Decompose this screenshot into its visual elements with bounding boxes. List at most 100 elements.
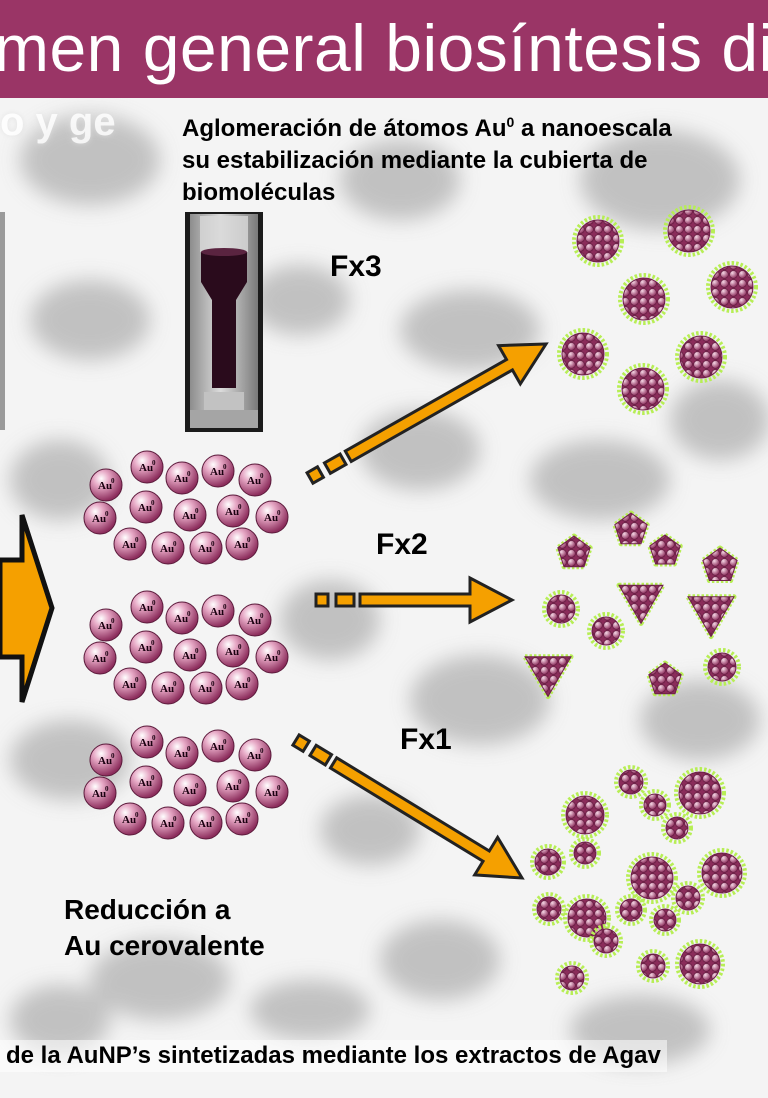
au-atom: Au0 [89,468,123,502]
svg-text:0: 0 [247,536,251,544]
svg-text:0: 0 [238,643,242,651]
svg-text:0: 0 [135,536,139,544]
svg-text:0: 0 [247,676,251,684]
svg-text:Au: Au [210,741,224,753]
svg-text:0: 0 [223,738,227,746]
fx3-label: Fx3 [330,250,382,283]
reduction-line-1: Reducción a [64,894,231,925]
au-atom: Au0 [255,500,289,534]
svg-text:Au: Au [92,788,106,800]
nanoparticle-sphere [706,261,758,313]
au-atom: Au0 [201,594,235,628]
nanoparticle-sphere [614,765,648,799]
nanoparticle-sphere [626,852,678,904]
svg-text:0: 0 [277,509,281,517]
au-atom: Au0 [189,671,223,705]
page-title: men general biosíntesis dife [0,11,768,85]
svg-text:Au: Au [122,679,136,691]
reduction-label: Reducción a Au cerovalente [64,892,265,964]
svg-text:Au: Au [92,653,106,665]
nanoparticle-sphere [675,939,725,989]
nanoparticle-sphere [589,924,623,958]
nanoparticle-sphere [674,767,726,819]
svg-text:0: 0 [195,647,199,655]
au-atom: Au0 [83,776,117,810]
svg-text:0: 0 [211,680,215,688]
au-atom: Au0 [173,773,207,807]
fraction-arrows [290,342,549,880]
cuvette-image [185,212,263,432]
au-atom: Au0 [255,775,289,809]
nanoparticle-sphere [587,612,625,650]
au-atom: Au0 [189,531,223,565]
nanoparticle-sphere [530,844,566,880]
au-atom: Au0 [165,736,199,770]
svg-text:Au: Au [210,606,224,618]
footer-caption: de la AuNP’s sintetizadas mediante los e… [0,1040,667,1072]
large-left-arrow [0,514,55,703]
svg-text:0: 0 [195,782,199,790]
svg-text:Au: Au [234,814,248,826]
svg-text:0: 0 [173,540,177,548]
svg-text:Au: Au [160,543,174,555]
svg-text:0: 0 [151,639,155,647]
au-atom: Au0 [216,769,250,803]
svg-text:Au: Au [174,748,188,760]
nanoparticle-triangle [616,582,666,626]
svg-text:Au: Au [98,620,112,632]
au-atom: Au0 [201,729,235,763]
svg-text:0: 0 [151,774,155,782]
nanoparticle-sphere [532,892,566,926]
svg-text:Au: Au [182,650,196,662]
nanoparticle-sphere [649,904,681,936]
nanoparticle-sphere [563,894,611,942]
au-atom: Au0 [216,494,250,528]
left-cuvette-edge [0,212,5,430]
au-atom: Au0 [89,743,123,777]
svg-text:Au: Au [174,473,188,485]
au-atom: Au0 [130,590,164,624]
nanoparticle-sphere [703,648,741,686]
svg-text:Au: Au [247,750,261,762]
au-atom: Au0 [83,641,117,675]
au-atom: Au0 [238,603,272,637]
svg-text:0: 0 [277,784,281,792]
svg-text:0: 0 [247,811,251,819]
au-atom: Au0 [113,667,147,701]
svg-text:Au: Au [139,602,153,614]
nanoparticle-sphere [561,791,609,839]
svg-text:Au: Au [234,679,248,691]
svg-text:Au: Au [247,615,261,627]
svg-text:0: 0 [238,503,242,511]
title-bar: men general biosíntesis dife [0,0,768,98]
au-atom: Au0 [151,806,185,840]
au-atom: Au0 [173,638,207,672]
svg-text:Au: Au [160,818,174,830]
svg-text:Au: Au [139,737,153,749]
au-atom: Au0 [173,498,207,532]
au-atom: Au0 [216,634,250,668]
au-atom: Au0 [89,608,123,642]
svg-text:Au: Au [182,510,196,522]
svg-text:0: 0 [111,752,115,760]
nanoparticle-sphere [671,881,705,915]
svg-text:0: 0 [277,649,281,657]
au-atom: Au0 [129,630,163,664]
svg-text:0: 0 [211,815,215,823]
svg-text:Au: Au [138,777,152,789]
svg-text:0: 0 [173,680,177,688]
svg-text:Au: Au [160,683,174,695]
nanoparticle-sphere [636,949,670,983]
svg-text:Au: Au [174,613,188,625]
svg-text:0: 0 [152,734,156,742]
nanoparticle-sphere [697,848,747,898]
svg-text:0: 0 [195,507,199,515]
nanoparticle-sphere [661,812,693,844]
svg-text:0: 0 [223,603,227,611]
svg-text:Au: Au [182,785,196,797]
svg-text:0: 0 [152,599,156,607]
svg-text:Au: Au [264,652,278,664]
nanoparticle-pentagon [555,533,593,570]
